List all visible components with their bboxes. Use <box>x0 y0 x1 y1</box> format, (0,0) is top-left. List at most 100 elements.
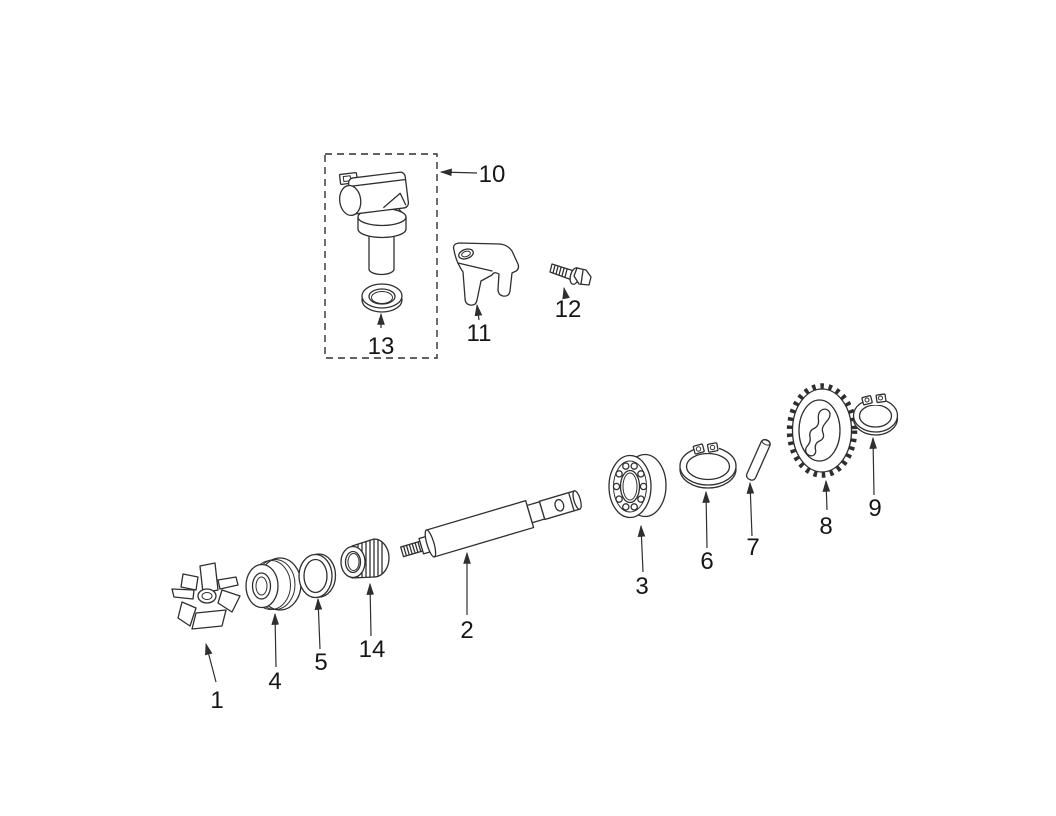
bearing-ball <box>615 470 623 478</box>
shaft-thread <box>405 544 410 556</box>
callout-arrow-9 <box>869 436 878 496</box>
snap-ring-ear <box>861 395 873 406</box>
callout-arrow-6 <box>702 490 711 549</box>
callout-arrow-14 <box>366 582 375 637</box>
part-12-bolt <box>549 263 592 286</box>
sensor-chamfer <box>383 192 407 209</box>
bearing-ball <box>622 462 630 470</box>
bearing-bore <box>619 469 641 504</box>
impeller-blade <box>171 588 195 600</box>
part-2-shaft <box>400 490 582 558</box>
bracket-outline <box>452 242 520 306</box>
sensor-body-seam <box>350 179 406 187</box>
bolt-head-facet <box>580 269 584 285</box>
part-6-snap-ring <box>679 442 737 489</box>
part-1-impeller <box>171 562 241 630</box>
bearing-ball <box>637 495 645 503</box>
sensor-probe <box>368 226 395 276</box>
bracket-fold-line <box>457 262 493 272</box>
shaft-thread <box>414 542 419 554</box>
seal-bore-inner <box>255 576 268 596</box>
sensor-body-group <box>338 171 410 217</box>
callout-label-8: 8 <box>819 513 832 540</box>
callout-label-14: 14 <box>359 636 386 663</box>
bearing-ball <box>615 495 623 503</box>
snap-ring-ear <box>692 443 705 455</box>
gear-center-bore <box>804 408 831 457</box>
snap-ring-ear <box>706 442 719 453</box>
shaft-main-body <box>425 500 535 558</box>
seal-bore <box>251 572 272 600</box>
snap-ring-ear-hole <box>709 444 716 451</box>
callout-label-3: 3 <box>635 573 648 600</box>
bolt-thread <box>561 267 565 277</box>
snap-ring-gap <box>866 395 885 405</box>
bracket-hole-inner <box>461 250 471 258</box>
shaft-thread <box>402 545 408 557</box>
snap-ring-ear-hole <box>695 446 702 452</box>
part-10-sensor <box>338 171 410 276</box>
part-11-bracket <box>452 242 520 306</box>
impeller-blade <box>180 573 199 591</box>
shaft-end-cap <box>572 490 582 510</box>
seal-ring-inner <box>303 558 328 594</box>
snap-ring-inner <box>685 452 731 481</box>
callout-arrow-3 <box>637 524 646 573</box>
callout-label-9: 9 <box>868 495 881 522</box>
bolt-thread <box>564 268 568 278</box>
shaft-groove <box>568 492 575 511</box>
callout-label-7: 7 <box>746 534 759 561</box>
bearing-ball <box>612 482 621 491</box>
callout-label-11: 11 <box>467 320 492 347</box>
bearing-ball <box>622 503 630 511</box>
snap-ring-ear-hole <box>878 395 883 401</box>
shaft-thread <box>417 541 422 553</box>
callout-label-6: 6 <box>700 548 713 575</box>
callout-arrow-1 <box>205 642 217 683</box>
callout-arrow-7 <box>746 481 755 537</box>
part-13-o-ring <box>361 283 403 313</box>
impeller-hub <box>197 588 217 604</box>
bearing-ball <box>630 503 638 511</box>
bolt-thread <box>555 265 559 275</box>
bearing-ball <box>637 470 645 478</box>
snap-ring-inner <box>858 404 893 428</box>
snap-ring-ear-hole <box>864 397 870 403</box>
gear-teeth <box>786 383 858 478</box>
callout-arrow-10 <box>439 168 478 177</box>
callout-label-4: 4 <box>268 668 281 695</box>
part-8-gear <box>786 383 858 478</box>
part-3-bearing <box>608 453 667 519</box>
bearing-ball <box>630 462 638 470</box>
snap-ring-ear <box>875 393 887 404</box>
impeller-blade <box>217 589 241 613</box>
bearing-bore-inner <box>622 472 638 501</box>
part-4-seal <box>245 557 302 611</box>
callout-arrow-12 <box>562 286 570 300</box>
callout-arrow-4 <box>271 612 280 668</box>
sensor-cap <box>338 184 362 217</box>
callout-label-10: 10 <box>479 161 506 188</box>
part-14-needle-bearing <box>340 538 390 579</box>
shaft-thread <box>411 542 416 554</box>
callout-label-2: 2 <box>460 617 473 644</box>
impeller-blade <box>177 601 197 627</box>
shaft-body-face <box>424 529 437 558</box>
callout-arrow-8 <box>822 479 831 511</box>
kit-group-dashed-box <box>324 153 438 359</box>
impeller-blade <box>191 609 227 630</box>
callout-arrow-11 <box>474 303 483 321</box>
impeller-blade <box>217 576 239 590</box>
bolt-thread <box>552 264 556 274</box>
impeller-blade <box>199 562 219 594</box>
shaft-thread <box>408 543 413 555</box>
callout-label-5: 5 <box>314 649 327 676</box>
callout-arrow-5 <box>314 597 323 650</box>
bolt-thread <box>558 266 562 276</box>
bearing-ball <box>639 482 648 491</box>
part-7-dowel-pin <box>745 438 771 481</box>
shaft-cross-hole <box>554 498 565 512</box>
part-9-snap-ring <box>852 393 899 436</box>
